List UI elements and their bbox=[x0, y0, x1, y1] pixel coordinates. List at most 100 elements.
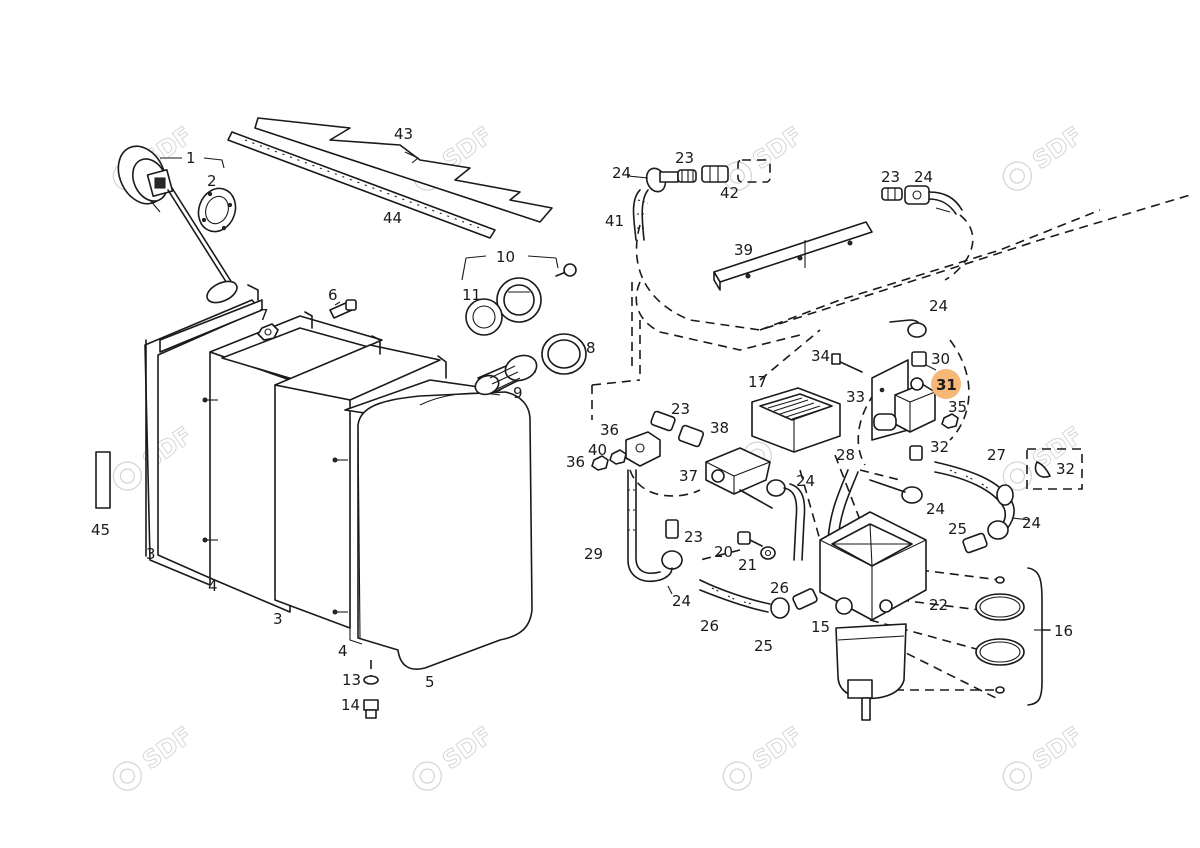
callout-3[interactable]: 3 bbox=[273, 610, 283, 628]
callout-27[interactable]: 26 bbox=[700, 617, 719, 635]
union-23-top bbox=[677, 169, 697, 183]
callout-23[interactable]: 23 bbox=[675, 149, 694, 167]
fuel-filter-15 bbox=[819, 511, 927, 721]
callout-35[interactable]: 34 bbox=[811, 347, 830, 365]
callout-44[interactable]: 43 bbox=[394, 125, 413, 143]
fuel-line-30 bbox=[627, 469, 661, 582]
callout-24[interactable]: 24 bbox=[672, 592, 691, 610]
callout-36[interactable]: 36 bbox=[566, 453, 585, 471]
nut-41 bbox=[609, 449, 627, 465]
callout-15[interactable]: 15 bbox=[811, 618, 830, 636]
callout-22[interactable]: 22 bbox=[929, 596, 948, 614]
callout-31-highlighted[interactable]: 31 bbox=[936, 376, 957, 394]
callout-41[interactable]: 40 bbox=[588, 441, 607, 459]
callout-4[interactable]: 4 bbox=[208, 577, 218, 595]
callout-24[interactable]: 24 bbox=[612, 164, 631, 182]
callout-23[interactable]: 23 bbox=[684, 528, 703, 546]
callout-38[interactable]: 37 bbox=[679, 467, 698, 485]
banjo-24-mid bbox=[869, 479, 923, 504]
drain-washer-13 bbox=[363, 675, 379, 685]
callout-24[interactable]: 24 bbox=[929, 297, 948, 315]
callout-32[interactable]: 30 bbox=[931, 350, 950, 368]
callout-6[interactable]: 6 bbox=[328, 286, 338, 304]
callout-9[interactable]: 9 bbox=[513, 384, 523, 402]
callout-29[interactable]: 28 bbox=[836, 446, 855, 464]
bracket-40 bbox=[713, 221, 873, 291]
callout-23[interactable]: 23 bbox=[671, 400, 690, 418]
banjo-24-right bbox=[996, 484, 1014, 506]
watermark-text: SDF bbox=[1027, 121, 1087, 175]
block-37 bbox=[625, 431, 661, 467]
union-26-lower bbox=[792, 588, 818, 610]
bolt-20 bbox=[737, 531, 763, 547]
filler-cap-assembly bbox=[465, 263, 587, 375]
watermark: SDF bbox=[1002, 121, 1088, 191]
callout-8[interactable]: 8 bbox=[586, 339, 596, 357]
filler-neck-strainer bbox=[474, 354, 538, 396]
callout-14[interactable]: 14 bbox=[341, 696, 360, 714]
watermark-text: SDF bbox=[747, 721, 807, 775]
callout-25[interactable]: 24 bbox=[914, 168, 933, 186]
sender-gasket bbox=[197, 187, 237, 233]
banjo-24-pump bbox=[766, 479, 806, 561]
callout-17[interactable]: 17 bbox=[748, 373, 767, 391]
callout-21[interactable]: 21 bbox=[738, 556, 757, 574]
union-23-upper-right bbox=[881, 187, 903, 201]
banjo-25-lower bbox=[770, 597, 790, 619]
callout-46[interactable]: 45 bbox=[91, 521, 110, 539]
callout-28[interactable]: 27 bbox=[987, 446, 1006, 464]
banjo-25-upper-right bbox=[904, 185, 963, 215]
callout-40[interactable]: 39 bbox=[734, 241, 753, 259]
callout-1[interactable]: 1 bbox=[186, 149, 196, 167]
watermark-text: SDF bbox=[437, 721, 497, 775]
tank-pad-46 bbox=[95, 451, 111, 509]
callout-2[interactable]: 2 bbox=[207, 172, 217, 190]
callout-36[interactable]: 35 bbox=[948, 398, 967, 416]
callout-43[interactable]: 42 bbox=[720, 184, 739, 202]
fuel-level-sender bbox=[117, 145, 238, 304]
watermark: SDF bbox=[1002, 421, 1088, 491]
callout-30[interactable]: 29 bbox=[584, 545, 603, 563]
callout-33[interactable]: 32 bbox=[1056, 460, 1075, 478]
callout-24[interactable]: 24 bbox=[1022, 514, 1041, 532]
valve-block-31 bbox=[873, 377, 936, 433]
highlight-marker-31[interactable] bbox=[931, 369, 961, 399]
watermark: SDF bbox=[722, 721, 808, 791]
callout-4[interactable]: 4 bbox=[338, 642, 348, 660]
dashed-nut-top bbox=[737, 159, 771, 183]
callout-32[interactable]: 32 bbox=[930, 438, 949, 456]
callout-23[interactable]: 23 bbox=[881, 168, 900, 186]
callout-37[interactable]: 36 bbox=[600, 421, 619, 439]
callout-13[interactable]: 13 bbox=[342, 671, 361, 689]
banjo-24-lower bbox=[659, 550, 683, 581]
callout-34[interactable]: 33 bbox=[846, 388, 865, 406]
callout-16[interactable]: 16 bbox=[1054, 622, 1073, 640]
callout-24[interactable]: 24 bbox=[796, 472, 815, 490]
nut-43 bbox=[701, 165, 729, 183]
watermark-text: SDF bbox=[1027, 721, 1087, 775]
callout-39[interactable]: 38 bbox=[710, 419, 729, 437]
leader-lines bbox=[160, 157, 1042, 631]
callout-5[interactable]: 5 bbox=[425, 673, 435, 691]
bolt-6 bbox=[329, 299, 357, 319]
callout-26[interactable]: 26 bbox=[770, 579, 789, 597]
callout-10[interactable]: 10 bbox=[496, 248, 515, 266]
callout-42[interactable]: 41 bbox=[605, 212, 624, 230]
callout-45[interactable]: 44 bbox=[383, 209, 402, 227]
callout-11[interactable]: 11 bbox=[462, 286, 481, 304]
screw-35 bbox=[831, 353, 863, 373]
callout-25[interactable]: 25 bbox=[754, 637, 773, 655]
callout-20[interactable]: 20 bbox=[714, 543, 733, 561]
callout-24[interactable]: 24 bbox=[926, 500, 945, 518]
heat-shield-strip bbox=[254, 117, 553, 223]
callout-26[interactable]: 25 bbox=[948, 520, 967, 538]
callout-3[interactable]: 3 bbox=[146, 545, 156, 563]
callout-7[interactable]: 7 bbox=[259, 306, 269, 324]
fuel-tank-assembly bbox=[144, 284, 533, 670]
pump-38 bbox=[705, 447, 773, 509]
callout-labels: 1 2 3 3 4 4 5 6 7 8 9 10 11 13 14 15 16 … bbox=[91, 125, 1075, 714]
seal-kit-16 bbox=[975, 567, 1051, 706]
nut-7 bbox=[257, 323, 279, 341]
